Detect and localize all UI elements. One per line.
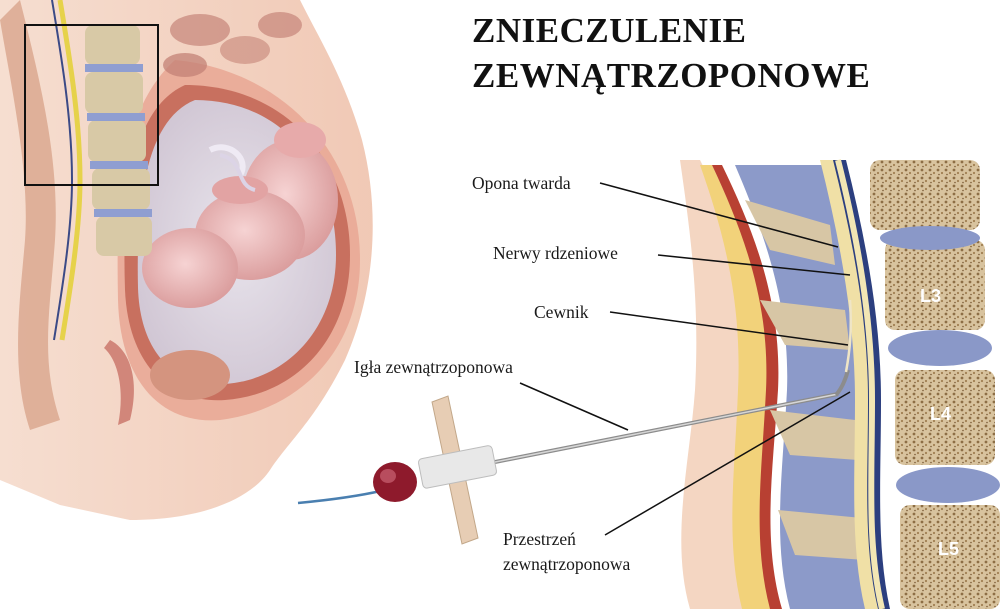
label-dura-mater: Opona twarda xyxy=(472,172,571,194)
label-catheter: Cewnik xyxy=(534,301,588,323)
label-spinal-nerves: Nerwy rdzeniowe xyxy=(493,242,618,264)
vertebra-label-l3: L3 xyxy=(920,286,941,306)
label-epidural-space-line-1: Przestrzeń xyxy=(503,528,576,550)
diagram-title: ZNIECZULENIE ZEWNĄTRZOPONOWE xyxy=(472,8,870,98)
vertebra-label-l5: L5 xyxy=(938,539,959,559)
label-epidural-needle: Igła zewnątrzoponowa xyxy=(354,356,513,378)
spine-detail: L3 L4 L5 xyxy=(680,160,1000,609)
needle-hub xyxy=(418,445,497,489)
vertebra-label-l4: L4 xyxy=(930,404,951,424)
title-line-1: ZNIECZULENIE xyxy=(472,8,870,53)
label-epidural-space-line-2: zewnątrzoponowa xyxy=(503,553,630,575)
leader-needle xyxy=(520,383,628,430)
title-line-2: ZEWNĄTRZOPONOWE xyxy=(472,53,870,98)
vertebral-bodies xyxy=(870,160,1000,609)
bladder xyxy=(150,350,230,400)
hub-connector xyxy=(373,462,417,502)
